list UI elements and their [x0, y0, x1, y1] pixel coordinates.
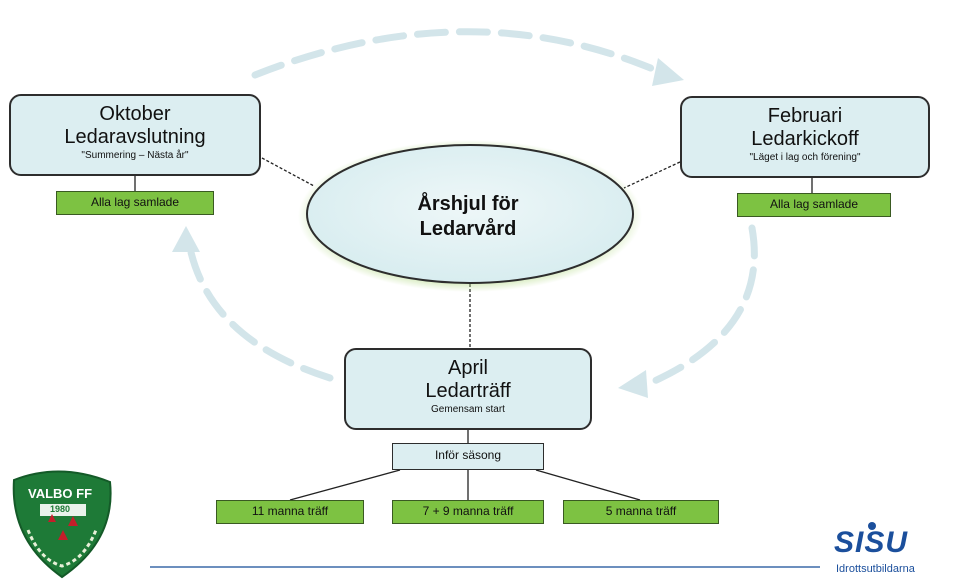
traff-7-9-manna: 7 + 9 manna träff	[392, 500, 544, 524]
box-april: April Ledarträff Gemensam start	[344, 348, 592, 430]
connector-oktober	[261, 157, 315, 187]
cycle-arrows	[186, 28, 758, 387]
arrow-right	[646, 224, 758, 387]
arrow-head-right	[618, 370, 648, 398]
arrow-head-top	[652, 58, 684, 86]
arrow-head-left	[172, 226, 200, 252]
april-title: Ledarträff	[425, 380, 511, 402]
center-ellipse	[306, 144, 634, 284]
april-month: April	[447, 357, 488, 379]
connector-februari	[623, 161, 681, 189]
box-februari: Februari Ledarkickoff "Läget i lag och f…	[680, 96, 930, 178]
box-oktober: Oktober Ledaravslutning "Summering – Näs…	[9, 94, 261, 176]
connector-infor-11	[289, 469, 401, 501]
sisu-dot	[868, 522, 876, 530]
dotted-connectors	[261, 157, 681, 348]
valbo-ff-logo	[12, 470, 112, 579]
valbo-emblem-3	[58, 530, 68, 540]
connector-infor-5	[535, 469, 641, 501]
valbo-laurel	[26, 529, 98, 568]
februari-title: Ledarkickoff	[751, 128, 859, 150]
april-subtitle: Gemensam start	[431, 404, 505, 415]
arrow-left	[186, 244, 334, 382]
valbo-year: 1980	[50, 504, 71, 514]
center-title-line1: Årshjul för	[417, 193, 519, 215]
valbo-year-band	[40, 504, 86, 516]
sisu-name: SISU	[834, 526, 909, 559]
sisu-tagline: Idrottsutbildarna	[836, 563, 915, 575]
oktober-subtitle: "Summering – Nästa år"	[81, 150, 189, 161]
infor-sasong-box: Inför säsong	[392, 443, 544, 470]
center-title: Årshjul för Ledarvård	[318, 192, 618, 242]
arrow-heads	[172, 58, 684, 398]
valbo-emblem-1	[48, 514, 56, 522]
traff-5-manna: 5 manna träff	[563, 500, 719, 524]
februari-subtitle: "Läget i lag och förening"	[749, 152, 861, 163]
valbo-name: VALBO FF	[28, 486, 93, 501]
sisu-logo	[868, 522, 876, 530]
center-title-line2: Ledarvård	[419, 218, 517, 240]
februari-month: Februari	[767, 105, 843, 127]
oktober-month: Oktober	[99, 103, 171, 125]
solid-connectors	[134, 176, 813, 501]
traff-11-manna: 11 manna träff	[216, 500, 364, 524]
arrow-top	[251, 28, 664, 79]
februari-tag: Alla lag samlade	[737, 193, 891, 217]
valbo-emblem-2	[68, 516, 78, 526]
oktober-tag: Alla lag samlade	[56, 191, 214, 215]
oktober-title: Ledaravslutning	[64, 126, 206, 148]
